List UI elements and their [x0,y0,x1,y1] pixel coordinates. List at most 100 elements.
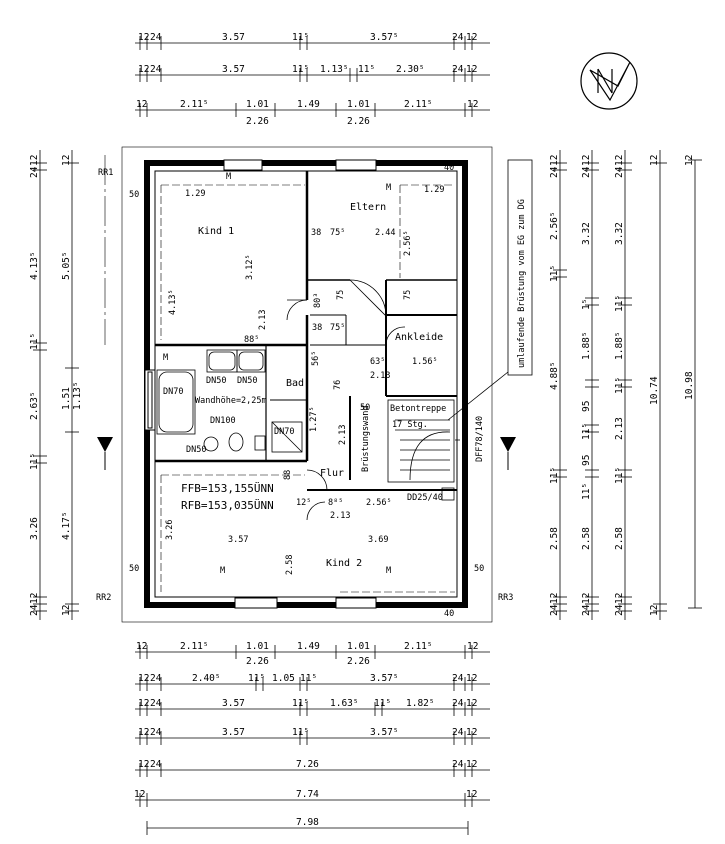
dim-text: 12 [466,64,477,75]
dim-text: 11⁵ [581,483,592,500]
dim-text: 1.82⁵ [406,698,435,709]
top-dimension-texts: 12 24 3.57 11⁵ 3.57⁵ 24 12 12 24 3.57 11… [136,32,478,127]
dim-text: 2.26 [347,656,370,667]
dim-text: 24 [452,673,464,684]
dim-text: 3.32 [614,222,625,245]
dim-text: 2.56⁵ [403,230,413,256]
doors [286,279,406,521]
dim-text: 12 [138,673,149,684]
dim-text: 2.13 [338,425,348,445]
dim-text: 2.13 [330,511,350,521]
dim-text: 24 [549,604,560,616]
dff-label: DFF78/140 [475,416,485,462]
dim-text: 2.30⁵ [396,64,425,75]
dim-text: 2.11⁵ [180,99,209,110]
dim-text: 3.57 [222,727,245,738]
dim-text: 50 [129,190,139,200]
dim-text: 2.58 [285,555,295,575]
left-dimension-texts: 12 24 4.13⁵ 11⁵ 2.63⁵ 11⁵ 3.26 12 24 12 … [29,155,83,616]
dim-text: 1.49 [297,99,320,110]
rr2-label: RR2 [96,593,111,603]
dim-text: 4.13⁵ [29,251,40,280]
dim-text: 2.58 [549,527,560,550]
dim-text: 24 [614,604,625,616]
dim-text: 38 [311,228,321,238]
windows [144,159,377,609]
dim-text: 11⁵ [549,265,560,282]
dim-text: 11⁵ [248,673,265,684]
dim-text: 2.63⁵ [29,391,40,420]
dim-text: 12 [466,32,477,43]
m-marker: M [386,566,391,576]
dim-text: 11⁵ [292,727,309,738]
dim-text: 1.01 [347,99,370,110]
dim-text: 3.57⁵ [370,673,399,684]
dim-text: 12 [136,641,147,652]
left-dimension-chains [33,150,79,620]
dim-text: 95 [581,455,592,466]
dim-text: 2.26 [347,116,370,127]
dim-text: 12 [138,759,149,770]
dim-text: 24 [614,166,625,178]
dim-text: 1.13⁵ [72,381,83,410]
dim-text: 3.26 [29,517,40,540]
dim-text: 12 [138,698,149,709]
dim-text: 11⁵ [614,377,625,394]
parapet-wall-label: Brüstungswand [361,405,371,472]
ffb-label: FFB=153,155ÜNN [181,482,274,495]
pipe-label: DN50 [186,445,206,455]
room-label-ankleide: Ankleide [395,332,443,343]
note-leader [447,159,533,421]
dim-text: 3.57⁵ [370,32,399,43]
dd-label: DD25/40 [407,493,443,503]
dim-text: 50 [360,403,370,413]
dim-text: 11⁵ [300,673,317,684]
dim-text: 12 [138,727,149,738]
dim-text: 3.69 [368,535,388,545]
dim-text: 8⁸⁵ [328,498,343,508]
dim-text: 1.13⁵ [320,64,349,75]
dim-text: 11⁵ [358,64,375,75]
top-dimension-chains [135,36,490,117]
interior-walls [155,171,457,491]
dim-text: 12 [61,605,72,616]
dim-text: 2.11⁵ [404,641,433,652]
rfb-label: RFB=153,035ÜNN [181,499,274,512]
bottom-dimension-texts: 12 2.11⁵ 1.01 1.49 1.01 2.11⁵ 12 2.26 2.… [134,641,478,828]
dim-text: 1.51 [61,387,72,410]
dim-text: 11⁵ [614,467,625,484]
dim-text: 12 [466,673,477,684]
m-marker: M [226,172,231,182]
dim-text: 88 [283,470,293,480]
room-label-flur: Flur [320,468,344,479]
dim-text: 1.05 [272,673,295,684]
dim-text: 2.11⁵ [404,99,433,110]
dim-text: 11⁵ [29,453,40,470]
dim-text: 1⁵ [581,299,592,310]
dim-text: 10.74 [649,376,660,405]
dim-text: 2.58 [581,527,592,550]
dim-text: 1.49 [297,641,320,652]
m-marker: M [386,183,391,193]
dim-text: 12 [466,727,477,738]
dim-text: 1.56⁵ [412,357,438,367]
room-labels: Kind 1 Eltern Ankleide Bad Flur Kind 2 B… [198,202,446,569]
dim-text: 12 [61,155,72,166]
room-label-kind-1: Kind 1 [198,226,234,237]
dim-text: 1.01 [347,641,370,652]
pipe-label: DN50 [237,376,257,386]
pipe-label: DN70 [274,427,294,437]
dim-text: 12 [466,698,477,709]
dim-text: 3.26 [165,520,175,540]
pipe-label: DN50 [206,376,226,386]
dim-text: 24 [150,727,162,738]
dim-text: 12 [29,155,40,166]
staircase [387,399,460,501]
dim-text: 1.63⁵ [330,698,359,709]
dim-text: 12 [134,789,145,800]
dim-text: 2.13 [258,310,268,330]
dim-text: 5.05⁵ [61,251,72,280]
ceiling-lines [160,184,455,593]
dim-text: 12⁵ [296,498,311,508]
